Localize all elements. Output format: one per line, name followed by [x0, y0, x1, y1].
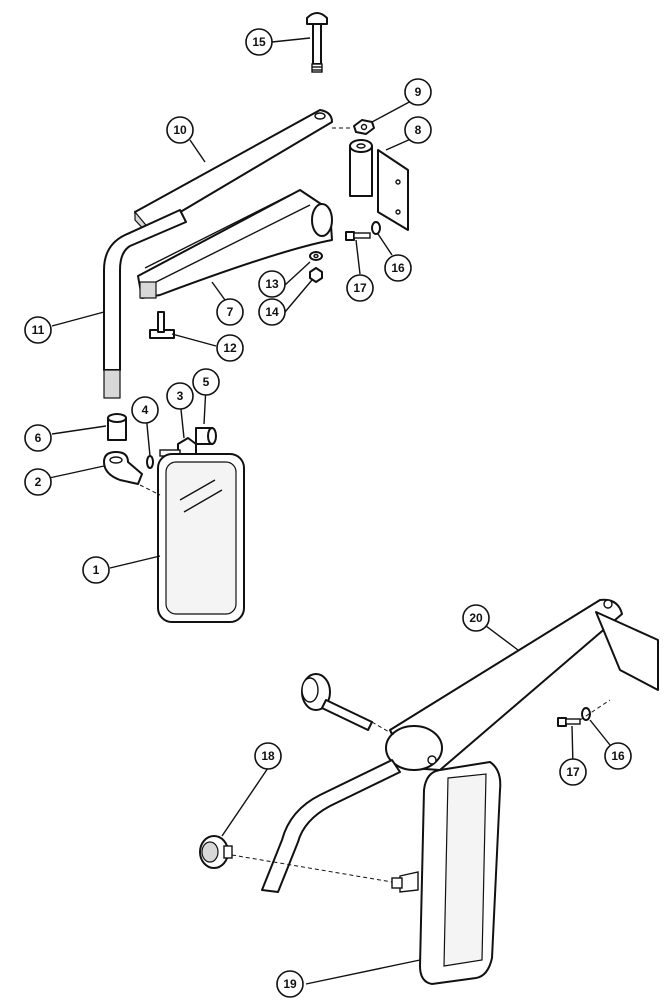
callout-15: 15 — [245, 28, 273, 56]
callout-8: 8 — [404, 116, 432, 144]
callout-1: 1 — [82, 556, 110, 584]
callout-16-lower-label: 16 — [611, 749, 625, 763]
part-10-upper-arm — [134, 109, 333, 238]
knob-bolt-lower — [301, 673, 373, 731]
callout-13-label: 13 — [265, 277, 279, 291]
callout-4-label: 4 — [142, 403, 149, 417]
callout-5: 5 — [192, 368, 220, 396]
callout-2: 2 — [24, 468, 52, 496]
callout-17-lower: 17 — [559, 758, 587, 786]
lower-bent-rod — [261, 759, 401, 893]
part-7-mirror-arm — [137, 189, 333, 299]
part-17-screw-upper — [345, 231, 371, 241]
callout-9-label: 9 — [415, 85, 422, 99]
part-9-nut — [353, 119, 375, 135]
part-20-lower-arm — [385, 598, 659, 771]
part-2-clamp — [103, 451, 143, 485]
part-4-washer — [146, 455, 154, 469]
callout-18-label: 18 — [261, 749, 275, 763]
callout-2-label: 2 — [35, 475, 42, 489]
callout-16-upper: 16 — [384, 254, 412, 282]
callout-18: 18 — [254, 742, 282, 770]
callout-14: 14 — [258, 298, 286, 326]
callout-12-label: 12 — [223, 341, 237, 355]
callout-15-label: 15 — [252, 35, 266, 49]
part-13-washer — [309, 251, 323, 261]
leader-lines — [39, 37, 615, 985]
callout-8-label: 8 — [415, 123, 422, 137]
callout-4: 4 — [131, 396, 159, 424]
callout-3-label: 3 — [177, 389, 184, 403]
part-1-mirror — [157, 453, 245, 623]
callout-20-label: 20 — [469, 611, 483, 625]
callout-12: 12 — [216, 334, 244, 362]
part-16-washer-upper — [371, 221, 381, 235]
callout-19-label: 19 — [283, 977, 297, 991]
part-18-knob — [199, 835, 233, 869]
callout-17-lower-label: 17 — [566, 765, 580, 779]
callout-7: 7 — [216, 298, 244, 326]
callout-7-label: 7 — [227, 305, 234, 319]
part-12-t-bolt — [149, 311, 175, 339]
part-8-hinge-bracket — [349, 139, 409, 231]
part-11-bent-rod — [103, 209, 187, 399]
callout-10-label: 10 — [173, 123, 187, 137]
callout-3: 3 — [166, 382, 194, 410]
callout-11-label: 11 — [32, 323, 45, 337]
part-19-mirror — [391, 761, 502, 985]
callout-10: 10 — [166, 116, 194, 144]
callout-6-label: 6 — [35, 431, 42, 445]
part-6-sleeve — [107, 413, 127, 441]
part-17-screw-lower — [557, 717, 581, 727]
callout-11: 11 — [24, 316, 52, 344]
callout-6: 6 — [24, 424, 52, 452]
callout-16-lower: 16 — [604, 742, 632, 770]
callout-5-label: 5 — [203, 375, 210, 389]
callout-9: 9 — [404, 78, 432, 106]
part-5-bushing — [195, 427, 217, 445]
alignment-lines — [139, 127, 611, 883]
callout-17-upper-label: 17 — [353, 281, 367, 295]
part-14-nut — [309, 267, 323, 283]
callout-17-upper: 17 — [346, 274, 374, 302]
callout-20: 20 — [462, 604, 490, 632]
callout-1-label: 1 — [93, 563, 100, 577]
callout-19: 19 — [276, 970, 304, 998]
callout-14-label: 14 — [265, 305, 279, 319]
callout-13: 13 — [258, 270, 286, 298]
callout-16-upper-label: 16 — [391, 261, 405, 275]
part-16-washer-lower — [581, 707, 591, 721]
part-15-bolt — [306, 12, 328, 73]
